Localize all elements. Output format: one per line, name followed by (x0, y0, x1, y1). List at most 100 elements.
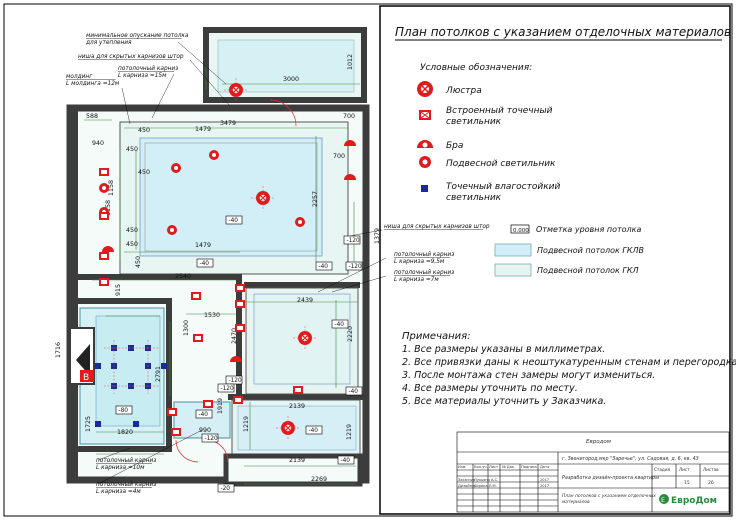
dimension-label: 915 (115, 284, 122, 296)
tb-h-list: Лист (489, 465, 498, 469)
leader-line (189, 59, 231, 107)
level-tag: -80 (119, 408, 129, 414)
tb-h-izm: Изм. (458, 465, 466, 469)
level-tag-box (217, 483, 235, 493)
dimension-label: 1012 (347, 54, 354, 70)
level-tag: -120 (347, 238, 360, 244)
logo-mark-letter: Е (661, 497, 665, 504)
dimension-label: 700 (333, 153, 345, 160)
dimension-label: 2791 (155, 366, 162, 382)
level-tag-box (225, 215, 243, 225)
tb-sheet-no: 15 (684, 480, 690, 486)
bedroom-top-wall (244, 282, 360, 288)
tb-year-2: 2017 (540, 484, 549, 488)
level-tag: -120 (349, 264, 362, 270)
door-tag-v: В (83, 373, 89, 383)
ceiling-level-tags: -40-40-120-40-120-40-40-120-120-40-80-12… (115, 215, 363, 493)
legend-label-pendant: Подвесной светильник (446, 159, 556, 169)
dimension-label: 2139 (289, 457, 305, 464)
legend: Условные обозначения: Люстра Встроенный … (417, 63, 644, 277)
waterproof-spotlight-icon (95, 363, 101, 369)
recessed-spotlight-icon (293, 386, 303, 394)
level-tag-box (195, 409, 213, 419)
level-tag: -40 (229, 218, 239, 224)
chandelier-icon (276, 416, 300, 440)
note-4: 4. Все размеры уточнить по месту. (402, 383, 578, 394)
level-tag-box (345, 386, 363, 396)
level-tag-box (201, 433, 219, 443)
floor-plan (66, 27, 370, 487)
dimension-label: 1820 (117, 429, 133, 436)
dimension-label: 2470 (231, 328, 238, 344)
gklv-label: Подвесной потолок ГКЛВ (537, 246, 644, 255)
level-box-sample (510, 224, 530, 234)
level-tag-box (305, 425, 323, 435)
wall-sconce-icon (230, 356, 242, 362)
note-1: 1. Все размеры указаны в миллиметрах. (402, 344, 605, 355)
tb-address: г. Звенигород,мкр "Заречье", ул. Садовая… (562, 456, 699, 462)
dimension-label: 1919 (217, 398, 224, 414)
dimension-label: 2540 (175, 273, 191, 280)
leader-line (97, 429, 203, 485)
notes: Примечания: 1. Все размеры указаны в мил… (402, 331, 736, 407)
tb-name-1: Лукьяно А.С. (474, 478, 498, 482)
pendant-light-icon (209, 150, 219, 160)
legend-heading: Условные обозначения: (420, 63, 532, 73)
level-tag: -120 (205, 436, 218, 442)
interior-wall-horizontal (78, 274, 238, 280)
note-2: 2. Все привязки даны к неоштукатуренным … (402, 357, 736, 368)
ventilation-shaft (76, 344, 90, 376)
level-tag: -20 (221, 486, 231, 492)
dimension-label: 1219 (243, 416, 250, 432)
level-tag-box (315, 261, 333, 271)
wall-sconce-icon (417, 140, 433, 148)
level-tag-box (343, 235, 361, 245)
recessed-spotlight-icon (235, 284, 245, 292)
logo-mark-icon (659, 494, 669, 504)
tb-sheets-label: Листов (703, 467, 719, 472)
dimension-label: 450 (138, 169, 150, 176)
level-tag: -120 (229, 378, 242, 384)
pendant-light-icon (171, 163, 181, 173)
tb-h-sign: Подпись (521, 465, 537, 469)
legend-chandelier: Люстра (417, 81, 482, 97)
chandelier-icon (251, 186, 275, 210)
tb-role-2: Дизайнер (458, 484, 477, 488)
tb-h-kol: Кол.уч. (474, 465, 488, 469)
level-box-label: Отметка уровня потолка (536, 225, 641, 234)
dimension-label: 2139 (289, 403, 305, 410)
dimension-label: 1158 (108, 180, 115, 196)
dimension-label: 1300 (183, 320, 190, 336)
pendant-light-icon (419, 156, 431, 168)
logo-text: ЕвроДом (671, 496, 717, 506)
recessed-spotlight-icon (99, 212, 109, 220)
drawing-frame (379, 5, 731, 515)
recessed-spotlight-icon (99, 278, 109, 286)
level-box-value: 0.000 (513, 228, 529, 234)
level-tag: -40 (309, 428, 319, 434)
level-tag: -120 (221, 386, 234, 392)
level-tag-box (217, 383, 235, 393)
gklv-swatch (494, 243, 532, 257)
chandelier-icon (417, 81, 433, 97)
bath-bottom-wall (78, 446, 172, 452)
tb-year-1: 2017 (540, 478, 549, 482)
bath-top-wall (78, 298, 172, 304)
dimension-label: 1479 (195, 242, 211, 249)
leader-line (97, 447, 131, 461)
note-3: 3. После монтажа стен замеры могут измен… (402, 370, 655, 381)
hall-wall (228, 394, 366, 400)
waterproof-spotlight-icon (95, 421, 101, 427)
recessed-spotlight-icon (99, 252, 109, 260)
dimension-label: 2257 (312, 191, 319, 207)
dimension-label: 1219 (346, 424, 353, 440)
dimension-label: 700 (343, 113, 355, 120)
level-tag-box (115, 405, 133, 415)
door-tag-v-box (80, 370, 94, 382)
wall-sconce-icon (344, 140, 356, 146)
